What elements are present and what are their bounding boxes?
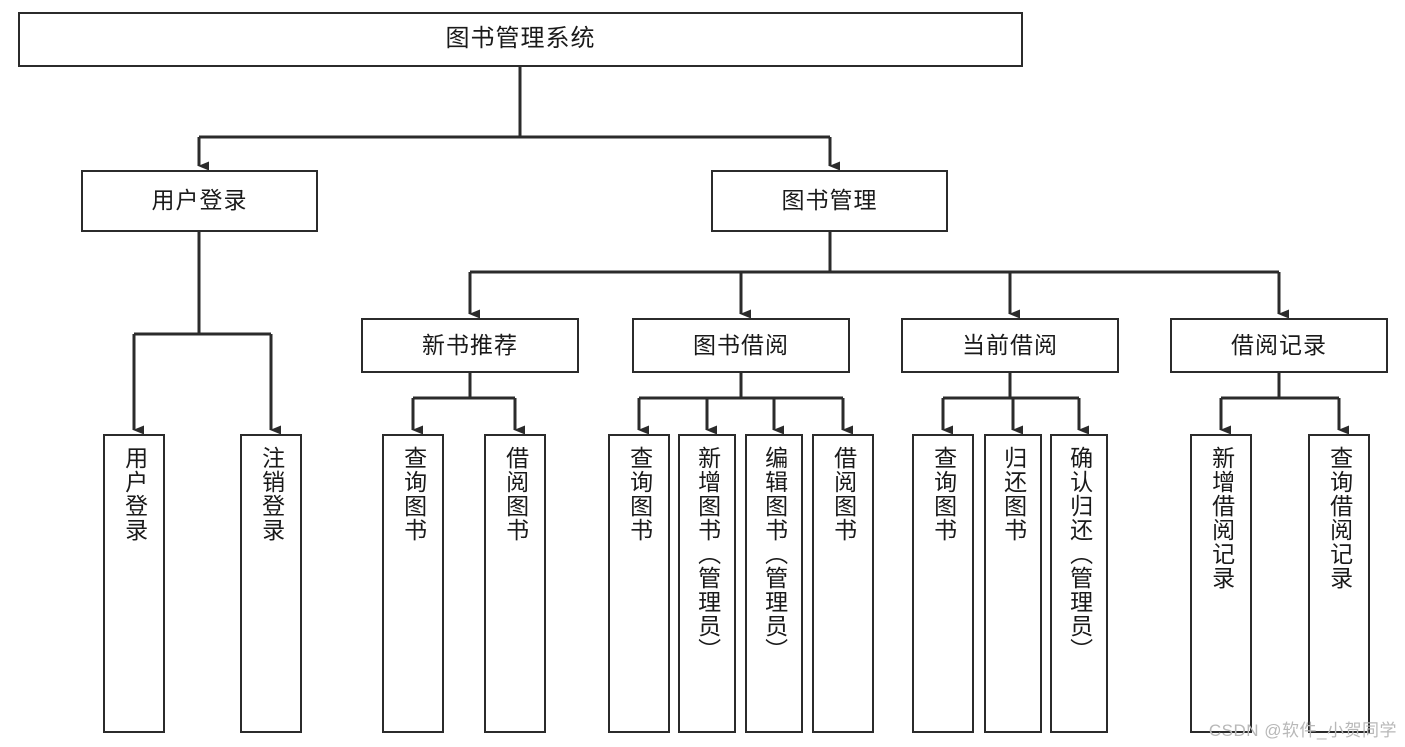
node-label: 当前借阅	[962, 331, 1058, 358]
node-label: 注销登录	[258, 446, 285, 542]
node-label: 新书推荐	[422, 331, 518, 358]
node-label: 新增借阅记录	[1208, 446, 1235, 590]
node-label: 新增图书（管理员）	[694, 446, 721, 662]
leaf-borrow-query-book[interactable]: 查询图书	[608, 434, 670, 733]
node-label: 确认归还（管理员）	[1066, 446, 1093, 662]
node-book-borrow[interactable]: 图书借阅	[632, 318, 850, 373]
node-label: 用户登录	[121, 446, 148, 542]
node-book-management-module[interactable]: 图书管理	[711, 170, 948, 232]
leaf-user-logout[interactable]: 注销登录	[240, 434, 302, 733]
node-borrow-record[interactable]: 借阅记录	[1170, 318, 1388, 373]
leaf-current-return-book[interactable]: 归还图书	[984, 434, 1042, 733]
node-root-system[interactable]: 图书管理系统	[18, 12, 1023, 67]
leaf-record-add-borrow-record[interactable]: 新增借阅记录	[1190, 434, 1252, 733]
node-label: 借阅图书	[830, 446, 857, 542]
node-new-book-recommend[interactable]: 新书推荐	[361, 318, 579, 373]
node-label: 借阅记录	[1231, 331, 1327, 358]
leaf-borrow-add-book-admin[interactable]: 新增图书（管理员）	[678, 434, 736, 733]
leaf-new-query-book[interactable]: 查询图书	[382, 434, 444, 733]
node-user-login-module[interactable]: 用户登录	[81, 170, 318, 232]
node-label: 归还图书	[1000, 446, 1027, 542]
node-label: 图书管理系统	[445, 25, 596, 53]
node-label: 编辑图书（管理员）	[761, 446, 788, 662]
leaf-new-borrow-book[interactable]: 借阅图书	[484, 434, 546, 733]
node-current-borrow[interactable]: 当前借阅	[901, 318, 1119, 373]
node-label: 查询图书	[400, 446, 427, 542]
leaf-user-login[interactable]: 用户登录	[103, 434, 165, 733]
node-label: 查询借阅记录	[1326, 446, 1353, 590]
node-label: 借阅图书	[502, 446, 529, 542]
leaf-record-query-borrow-record[interactable]: 查询借阅记录	[1308, 434, 1370, 733]
leaf-current-query-book[interactable]: 查询图书	[912, 434, 974, 733]
node-label: 查询图书	[930, 446, 957, 542]
node-label: 图书借阅	[693, 331, 789, 358]
node-label: 图书管理	[781, 187, 878, 214]
leaf-current-confirm-return-admin[interactable]: 确认归还（管理员）	[1050, 434, 1108, 733]
leaf-borrow-edit-book-admin[interactable]: 编辑图书（管理员）	[745, 434, 803, 733]
node-label: 用户登录	[151, 187, 248, 214]
node-label: 查询图书	[626, 446, 653, 542]
leaf-borrow-lend-book[interactable]: 借阅图书	[812, 434, 874, 733]
